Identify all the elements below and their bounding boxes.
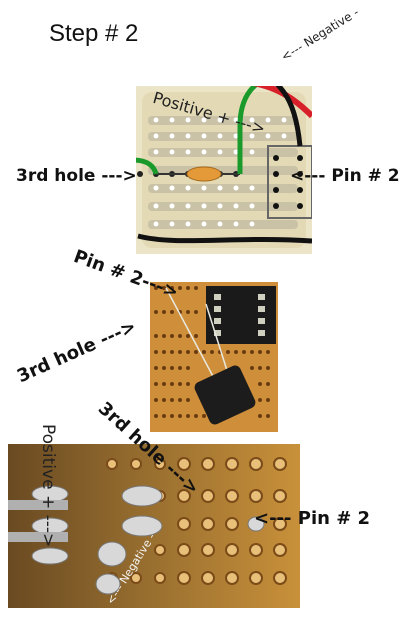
third-hole-label-2: 3rd hole ---> [14,315,140,388]
board-closeup-photo-bottom [8,444,300,608]
perfboard-photo-middle [150,282,278,432]
stripboard-photo-top [136,86,312,254]
negative-label-1: <--- Negative - [278,5,362,64]
pin-2-label-2: Pin # 2---> [70,246,182,304]
pin-2-label-3: <--- Pin # 2 [254,508,371,529]
positive-label-3: Positive + ---> [38,424,58,548]
step-title: Step # 2 [49,20,139,47]
pin-2-label-1: <--- Pin # 2 [290,166,400,186]
third-hole-label-1: 3rd hole ---> [16,166,137,186]
